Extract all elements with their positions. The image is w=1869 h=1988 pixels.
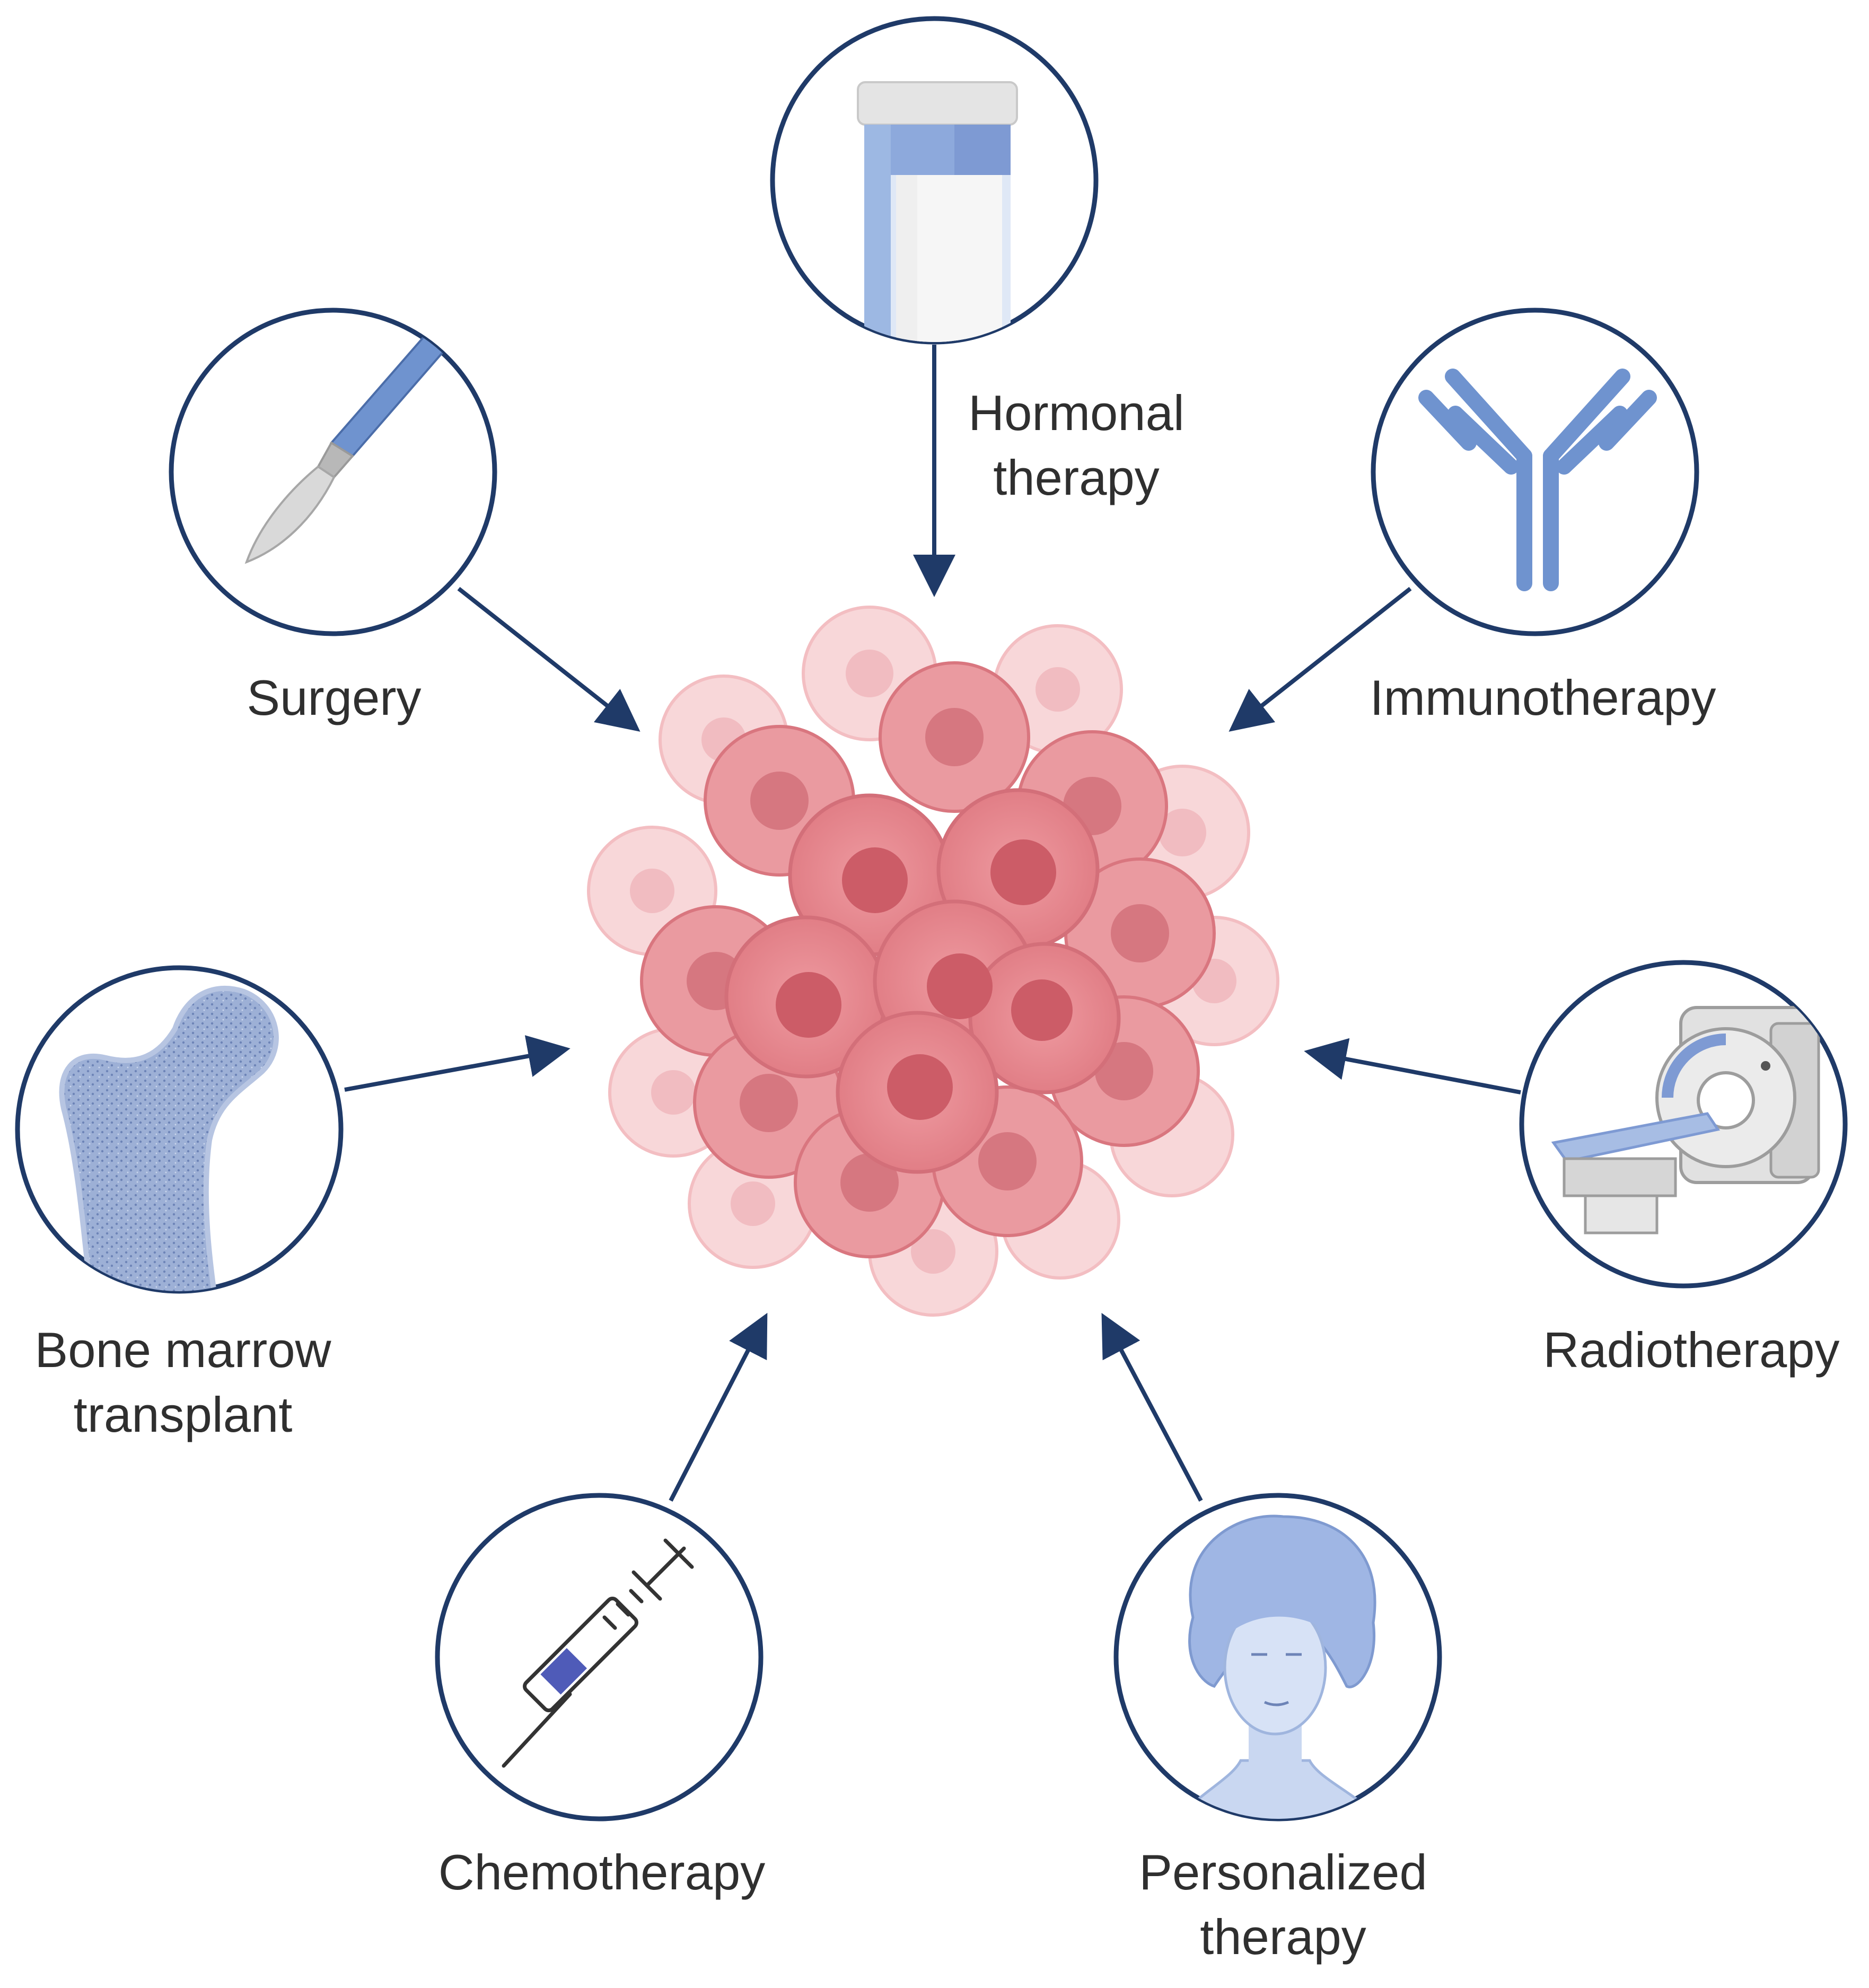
label-personalized-therapy: Personalized therapy: [1103, 1840, 1463, 1969]
arrow-bone-marrow-transplant: [344, 1035, 571, 1092]
label-surgery: Surgery: [201, 665, 467, 730]
front-nuclei: [776, 839, 1073, 1120]
label-surgery-line-1: Surgery: [247, 670, 422, 725]
label-immunotherapy-line-1: Immunotherapy: [1370, 670, 1716, 725]
label-immunotherapy: Immunotherapy: [1315, 665, 1771, 730]
tumor-cell-cluster: [587, 606, 1279, 1317]
arrow-surgery: [457, 586, 640, 732]
femur-bone-icon: [59, 985, 279, 1291]
label-chemotherapy-line-1: Chemotherapy: [438, 1844, 766, 1900]
arrow-chemotherapy: [669, 1312, 768, 1502]
label-radiotherapy-line-1: Radiotherapy: [1543, 1322, 1840, 1378]
label-personalized-therapy-line-1: Personalized: [1139, 1844, 1427, 1900]
hormonal-therapy-node: [770, 16, 1099, 345]
surgery-node: [169, 308, 497, 636]
antibody-icon: [1418, 369, 1657, 591]
label-hormonal-therapy-line-1: Hormonal: [968, 385, 1184, 441]
personalized-therapy-node: [1113, 1493, 1442, 1821]
syringe-icon: [502, 1538, 694, 1768]
label-bone-marrow-transplant: Bone marrow transplant: [0, 1318, 366, 1447]
label-hormonal-therapy: Hormonal therapy: [944, 381, 1209, 510]
arrow-radiotherapy: [1304, 1038, 1521, 1094]
scalpel-icon: [244, 317, 460, 564]
label-personalized-therapy-line-2: therapy: [1200, 1909, 1366, 1965]
arrow-personalized-therapy: [1101, 1312, 1203, 1502]
label-radiotherapy: Radiotherapy: [1516, 1318, 1866, 1382]
immunotherapy-ring: [1371, 308, 1699, 636]
label-bone-marrow-transplant-line-1: Bone marrow: [34, 1322, 331, 1378]
label-bone-marrow-transplant-line-2: transplant: [73, 1387, 293, 1442]
immunotherapy-node: [1371, 308, 1699, 636]
radiotherapy-node: [1519, 960, 1848, 1289]
label-chemotherapy: Chemotherapy: [408, 1840, 795, 1905]
label-hormonal-therapy-line-2: therapy: [993, 450, 1160, 505]
arrows: [344, 345, 1521, 1502]
pill-bottle-icon: [857, 81, 1018, 342]
arrow-immunotherapy: [1229, 586, 1412, 732]
chemotherapy-node: [435, 1493, 764, 1821]
mri-scanner-icon: [1551, 1006, 1820, 1234]
bone-marrow-transplant-node: [15, 965, 344, 1294]
